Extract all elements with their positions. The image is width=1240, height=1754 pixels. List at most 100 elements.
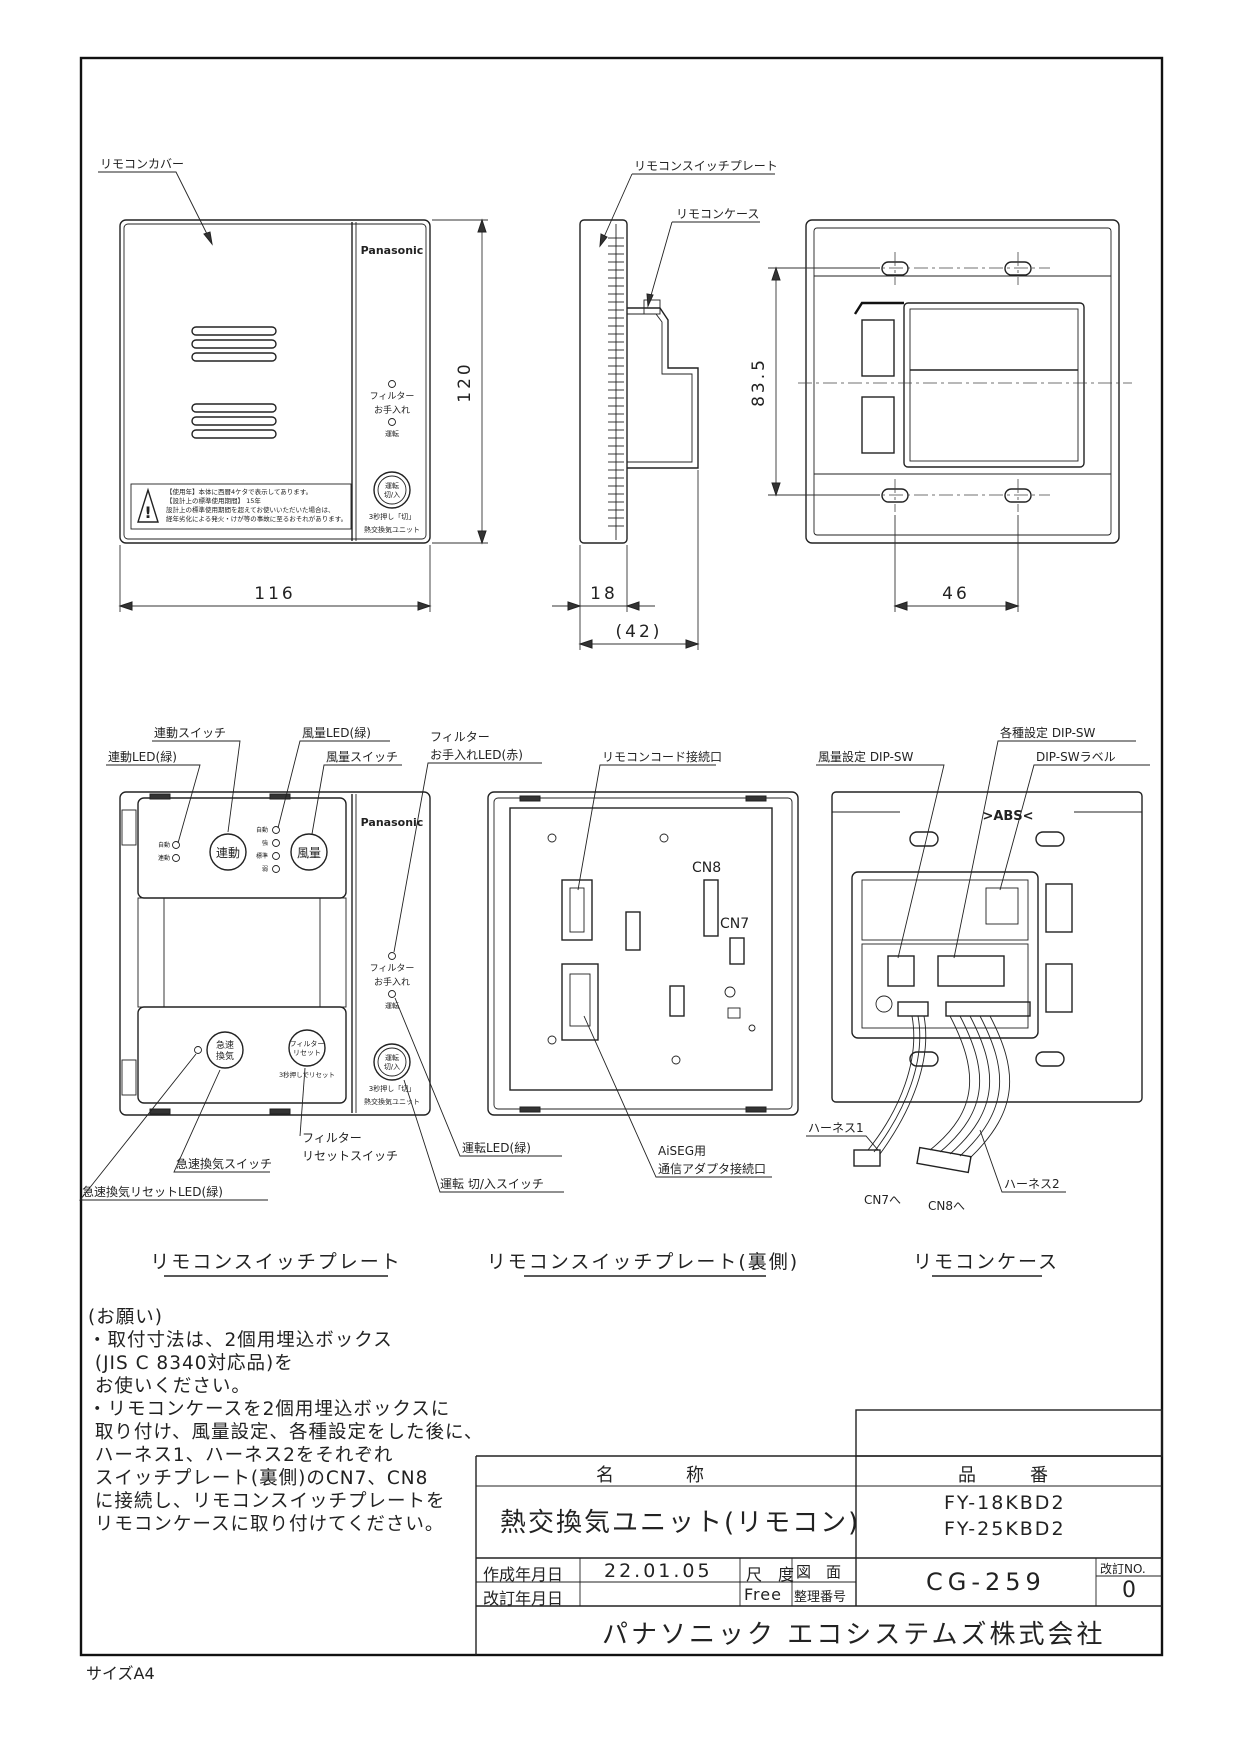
back-dim-width: 46 [942, 584, 970, 604]
warning-text-4: 経年劣化による発火・けが等の事故に至るおそれがあります。 [166, 514, 347, 523]
led-label-r-standard: 標準 [256, 852, 268, 860]
label-airflow-switch: 風量スイッチ [326, 750, 398, 764]
plate-run-text: 運転 [385, 1001, 399, 1010]
run-text: 運転 [385, 429, 399, 438]
warning-label [130, 483, 352, 530]
scale-value: Free [744, 1585, 782, 1604]
filter-led-icon [388, 380, 396, 388]
plate-hold-text: 3秒押し「切」 [369, 1084, 415, 1093]
rapid-button[interactable] [206, 1031, 244, 1069]
interlock-button-label: 連動 [216, 846, 240, 860]
label-airflow-led: 風量LED(緑) [302, 725, 371, 740]
airflow-button[interactable] [290, 833, 328, 871]
run-button[interactable] [373, 471, 411, 509]
interlock-button[interactable] [209, 833, 247, 871]
label-rapid-switch: 急速換気スイッチ [176, 1156, 272, 1171]
svg-text:フィルター: フィルター [430, 730, 490, 744]
led-label-r-strong: 強 [262, 839, 268, 847]
cover-label: リモコンカバー [100, 157, 184, 171]
abs-mark: >ABS< [982, 809, 1033, 824]
rev-value: 0 [1122, 1578, 1136, 1603]
to-cn7-label: CN7へ [864, 1193, 901, 1207]
run-led-icon [388, 418, 396, 426]
harness1-label: ハーネス1 [808, 1121, 864, 1135]
svg-text:運転: 運転 [385, 481, 399, 490]
filter-reset-button[interactable] [288, 1029, 326, 1067]
ref-label: 整理番号 [794, 1590, 847, 1605]
front-view: ! 【使用年】本体に西暦4ケタで表示してあります。 【設計上の標準使用期間】 1… [98, 157, 488, 612]
svg-text:フィルター: フィルター [290, 1039, 325, 1048]
product-name: 熱交換気ユニット(リモコン) [500, 1508, 861, 1538]
cn8-label: CN8 [692, 860, 721, 876]
cord-port-label: リモコンコード接続口 [602, 749, 722, 764]
plate-title: リモコンスイッチプレート [150, 1251, 402, 1273]
svg-text:切/入: 切/入 [384, 491, 400, 499]
svg-text:お手入れLED(赤): お手入れLED(赤) [430, 748, 523, 762]
plate-brand-logo: Panasonic [361, 816, 424, 829]
led-label-r-weak: 弱 [262, 866, 268, 873]
label-run-led: 運転LED(緑) [462, 1140, 531, 1155]
plate-view: 自動 連動 連動 自動 強 標準 弱 風量 急速 換気 フィルター リセット 3… [79, 725, 564, 1277]
brand-logo: Panasonic [361, 244, 424, 257]
svg-text:通信アダプタ接続口: 通信アダプタ接続口 [658, 1161, 766, 1176]
rev-label: 改訂NO. [1100, 1562, 1146, 1576]
svg-text:換気: 換気 [216, 1050, 234, 1062]
back-dim-height: 83.5 [749, 357, 769, 407]
svg-text:リセット: リセット [293, 1049, 321, 1057]
label-interlock-switch: 連動スイッチ [154, 726, 226, 740]
company-name: パナソニック エコシステムズ株式会社 [602, 1620, 1106, 1650]
part-header: 品 番 [958, 1465, 1048, 1486]
various-dip-label: 各種設定 DIP-SW [1000, 725, 1096, 740]
plate-unit-text: 熱交換気ユニット [364, 1097, 420, 1106]
svg-text:フィルター: フィルター [302, 1131, 362, 1145]
led-label-r-auto: 自動 [256, 826, 268, 834]
revised-label: 改訂年月日 [483, 1589, 564, 1608]
label-rapid-reset-led: 急速換気リセットLED(緑) [82, 1184, 223, 1199]
plate-back-view: CN8 CN7 リモコンコード接続口 AiSEG用 通信アダプタ接続口 リモコン… [487, 749, 799, 1277]
plate-back-title: リモコンスイッチプレート(裏側) [487, 1251, 799, 1273]
airflow-dip-label: 風量設定 DIP-SW [818, 749, 914, 764]
hold-text: 3秒押し「切」 [369, 512, 415, 521]
to-cn8-label: CN8へ [928, 1199, 965, 1213]
case-view: >ABS< ハーネス1 ハーネス2 CN7へ CN8へ 風量設定 DIP-SW … [806, 725, 1150, 1277]
scale-label: 尺 度 [746, 1565, 795, 1584]
notes-text: (お願い) ・取付寸法は、2個用埋込ボックス (JIS C 8340対応品)を … [88, 1307, 484, 1535]
drawing-label: 図 面 [796, 1563, 842, 1581]
label-interlock-led: 連動LED(緑) [108, 749, 177, 764]
side-case-label: リモコンケース [676, 207, 759, 221]
various-dip-switch[interactable] [937, 955, 1005, 987]
warning-icon [137, 487, 159, 523]
plate-run-button[interactable] [373, 1043, 411, 1081]
label-run-switch: 運転 切/入スイッチ [440, 1177, 544, 1191]
case-title: リモコンケース [913, 1251, 1059, 1273]
front-dim-width: 116 [254, 584, 295, 604]
created-label: 作成年月日 [483, 1565, 564, 1584]
side-view: リモコンスイッチプレート リモコンケース 18 (42) [552, 159, 778, 650]
svg-text:急速: 急速 [216, 1039, 234, 1051]
side-ribs [608, 237, 624, 527]
led-label-interlock: 連動 [158, 854, 170, 862]
reset-hold-text: 3秒押しでリセット [279, 1070, 335, 1079]
warning-text-2: 【設計上の標準使用期間】 15年 [166, 496, 261, 505]
warning-text-3: 設計上の標準使用期間を超えてお使いいただいた場合は、 [166, 505, 334, 514]
unit-text: 熱交換気ユニット [364, 525, 420, 534]
airflow-button-label: 風量 [297, 846, 321, 860]
led-label-auto: 自動 [158, 841, 170, 849]
part-number-1: FY-18KBD2 [944, 1492, 1066, 1514]
harness2-label: ハーネス2 [1004, 1177, 1060, 1191]
paper-size: サイズA4 [86, 1664, 155, 1683]
dip-label-label: DIP-SWラベル [1036, 750, 1116, 764]
name-header: 名 称 [596, 1465, 704, 1486]
filter-text: フィルター [370, 391, 415, 402]
plate-filter-text: フィルター [370, 963, 415, 974]
vent-slots [191, 326, 277, 439]
care-text: お手入れ [374, 404, 410, 416]
cn7-label: CN7 [720, 916, 749, 932]
part-number-2: FY-25KBD2 [944, 1518, 1066, 1540]
svg-text:リセットスイッチ: リセットスイッチ [302, 1149, 398, 1163]
plate-care-text: お手入れ [374, 976, 410, 988]
airflow-dip-switch[interactable] [887, 955, 915, 987]
front-dim-height: 120 [455, 361, 475, 402]
side-dim-total: (42) [616, 622, 663, 642]
